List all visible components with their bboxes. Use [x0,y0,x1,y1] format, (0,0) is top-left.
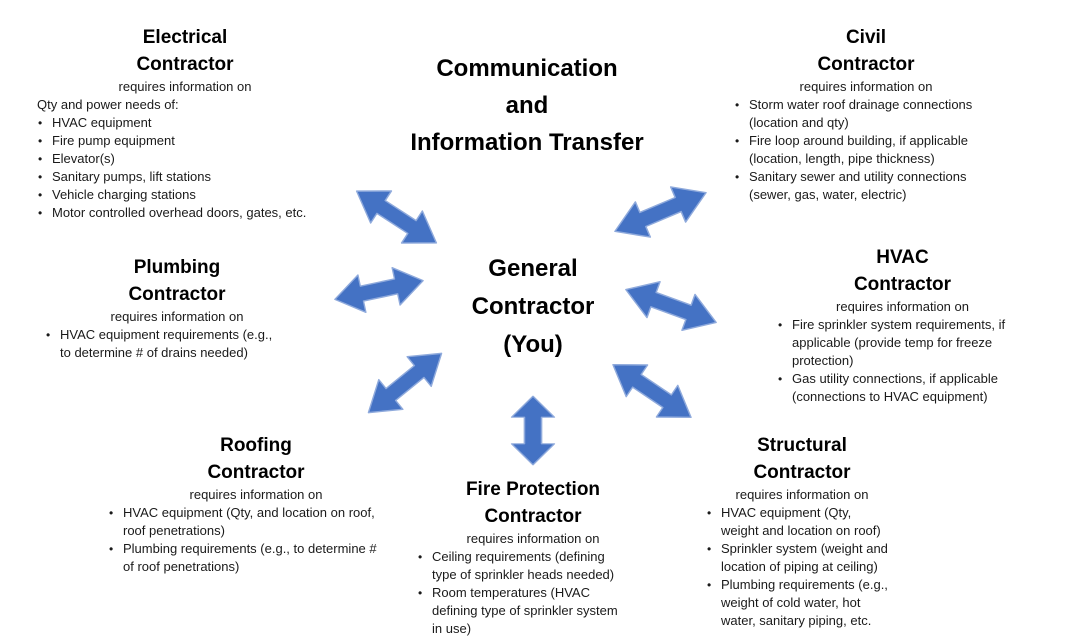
section-title-line: Structural [757,435,847,456]
double-arrow-general-structural [612,363,692,419]
section-title: HVAC Contractor [750,244,1055,298]
bullet-list: HVAC equipment Fire pump equipment Eleva… [35,114,335,222]
section-title-line: HVAC [876,247,929,268]
center-node-line: (You) [503,331,563,358]
bullet-item: HVAC equipment requirements (e.g., to de… [43,326,283,362]
bullet-item: Sprinkler system (weight and location of… [704,540,889,576]
section-fire-protection-contractor: Fire Protection Contractor requires info… [383,476,683,638]
section-title-line: Contractor [817,54,915,75]
bullet-list: Fire sprinkler system requirements, if a… [775,316,1027,406]
diagram-title-line: Information Transfer [410,129,644,156]
section-title-line: Contractor [484,506,582,527]
double-arrow-general-plumbing [334,266,424,314]
bullet-item: Vehicle charging stations [35,186,335,204]
bullet-list: HVAC equipment requirements (e.g., to de… [43,326,283,362]
section-title: Structural Contractor [652,432,952,486]
center-node-line: Contractor [471,293,595,320]
bullet-item: Plumbing requirements (e.g., weight of c… [704,576,889,630]
bullet-item: Plumbing requirements (e.g., to determin… [106,540,383,576]
bullet-list: Storm water roof drainage connections (l… [732,96,989,204]
double-arrow-general-civil [614,186,707,238]
section-subtitle: requires information on [466,531,600,546]
bullet-item: Ceiling requirements (defining type of s… [415,548,627,584]
section-title: Fire Protection Contractor [383,476,683,530]
section-title: Civil Contractor [716,24,1016,78]
section-plumbing-contractor: Plumbing Contractor requires information… [27,254,327,362]
double-arrow-general-hvac [625,280,717,332]
section-title-line: Electrical [142,27,228,48]
section-title-line: Contractor [853,274,952,295]
section-electrical-contractor: Electrical Contractor requires informati… [30,24,340,222]
section-title-line: Roofing [220,435,292,456]
section-subtitle: requires information on [836,299,969,314]
section-title-line: Plumbing [133,257,221,278]
double-arrow-general-electrical [355,190,438,244]
bullet-item: HVAC equipment (Qty, weight and location… [704,504,889,540]
section-subtitle: requires information on [110,309,244,324]
bullet-item: Elevator(s) [35,150,335,168]
section-title-line: Contractor [136,54,234,75]
section-subtitle: requires information on [189,487,323,502]
section-hvac-contractor: HVAC Contractor requires information on … [750,244,1055,406]
bullet-list: Ceiling requirements (defining type of s… [415,548,627,638]
bullet-item: Room temperatures (HVAC defining type of… [415,584,627,638]
center-node-general-contractor: General Contractor (You) [433,250,633,364]
section-title-line: Civil [845,27,887,48]
section-roofing-contractor: Roofing Contractor requires information … [106,432,406,576]
double-arrow-general-fire-protection [510,395,556,466]
section-title-line: Fire Protection [465,479,601,500]
section-structural-contractor: Structural Contractor requires informati… [652,432,952,630]
bullet-item: Fire loop around building, if applicable… [732,132,989,168]
double-arrow-general-roofing [367,352,443,414]
section-intro: Qty and power needs of: [37,97,179,112]
bullet-list: HVAC equipment (Qty, weight and location… [704,504,889,630]
bullet-item: Sanitary sewer and utility connections (… [732,168,989,204]
section-title-line: Contractor [753,462,851,483]
section-title: Electrical Contractor [30,24,340,78]
bullet-item: Sanitary pumps, lift stations [35,168,335,186]
bullet-item: Motor controlled overhead doors, gates, … [35,204,335,222]
bullet-item: Fire pump equipment [35,132,335,150]
section-title-line: Contractor [128,284,226,305]
bullet-list: HVAC equipment (Qty, and location on roo… [106,504,383,576]
section-title: Plumbing Contractor [27,254,327,308]
bullet-item: Storm water roof drainage connections (l… [732,96,989,132]
bullet-item: HVAC equipment (Qty, and location on roo… [106,504,383,540]
diagram-title-line: Communication [436,55,618,82]
center-node-line: General [488,255,578,282]
section-title-line: Contractor [207,462,305,483]
section-subtitle: requires information on [799,79,933,94]
section-title: Roofing Contractor [106,432,406,486]
section-subtitle: requires information on [118,79,252,94]
bullet-item: HVAC equipment [35,114,335,132]
diagram-title: Communication and Information Transfer [377,50,677,161]
bullet-item: Fire sprinkler system requirements, if a… [775,316,1027,370]
section-subtitle: requires information on [735,487,869,502]
bullet-item: Gas utility connections, if applicable (… [775,370,1027,406]
section-civil-contractor: Civil Contractor requires information on… [716,24,1016,204]
diagram-title-line: and [505,92,549,119]
